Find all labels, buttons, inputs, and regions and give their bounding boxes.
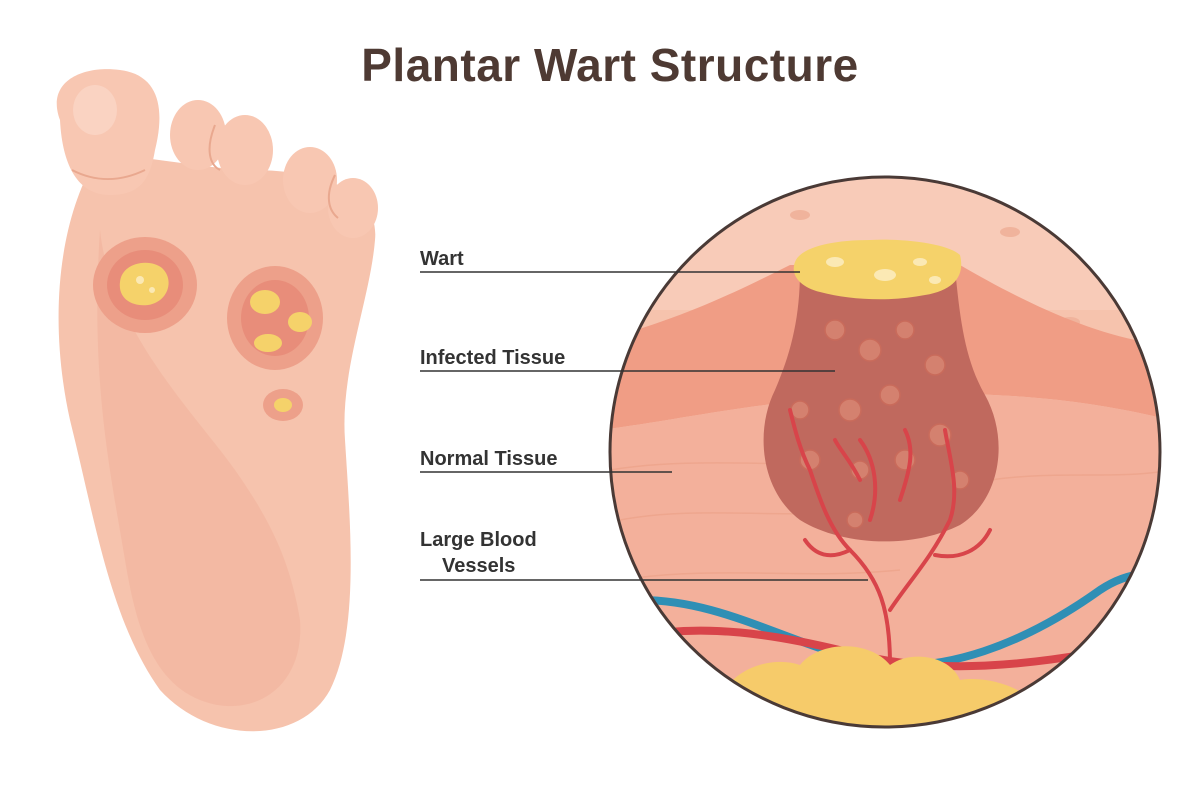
- toe-5: [328, 178, 378, 238]
- foot-arch-shading: [97, 230, 301, 707]
- foot-wart-lesion-1: [93, 237, 197, 333]
- toe-2: [170, 100, 226, 170]
- toe-3: [217, 115, 273, 185]
- normal-tissue-layer: [610, 393, 1160, 727]
- label-blood-vessels-line1: Large Blood: [420, 529, 537, 551]
- label-infected-tissue: Infected Tissue: [420, 347, 566, 369]
- leader-lines: [420, 271, 868, 581]
- label-normal-tissue: Normal Tissue: [420, 448, 558, 470]
- label-blood-vessels-line2: Vessels: [442, 555, 516, 577]
- foot-wart-lesion-3: [263, 389, 303, 421]
- capillary-branches: [788, 408, 992, 667]
- toe-4: [283, 147, 337, 213]
- wart-cap: [793, 239, 962, 300]
- label-wart: Wart: [420, 248, 464, 270]
- foot-illustration: [56, 69, 378, 732]
- page-title: Plantar Wart Structure: [361, 39, 859, 91]
- skin-cross-section: [608, 175, 1162, 729]
- big-toe: [56, 69, 160, 195]
- fat-layer: [720, 646, 1040, 727]
- foot-wart-lesion-2: [227, 266, 323, 370]
- infected-tissue-mass: [763, 268, 999, 542]
